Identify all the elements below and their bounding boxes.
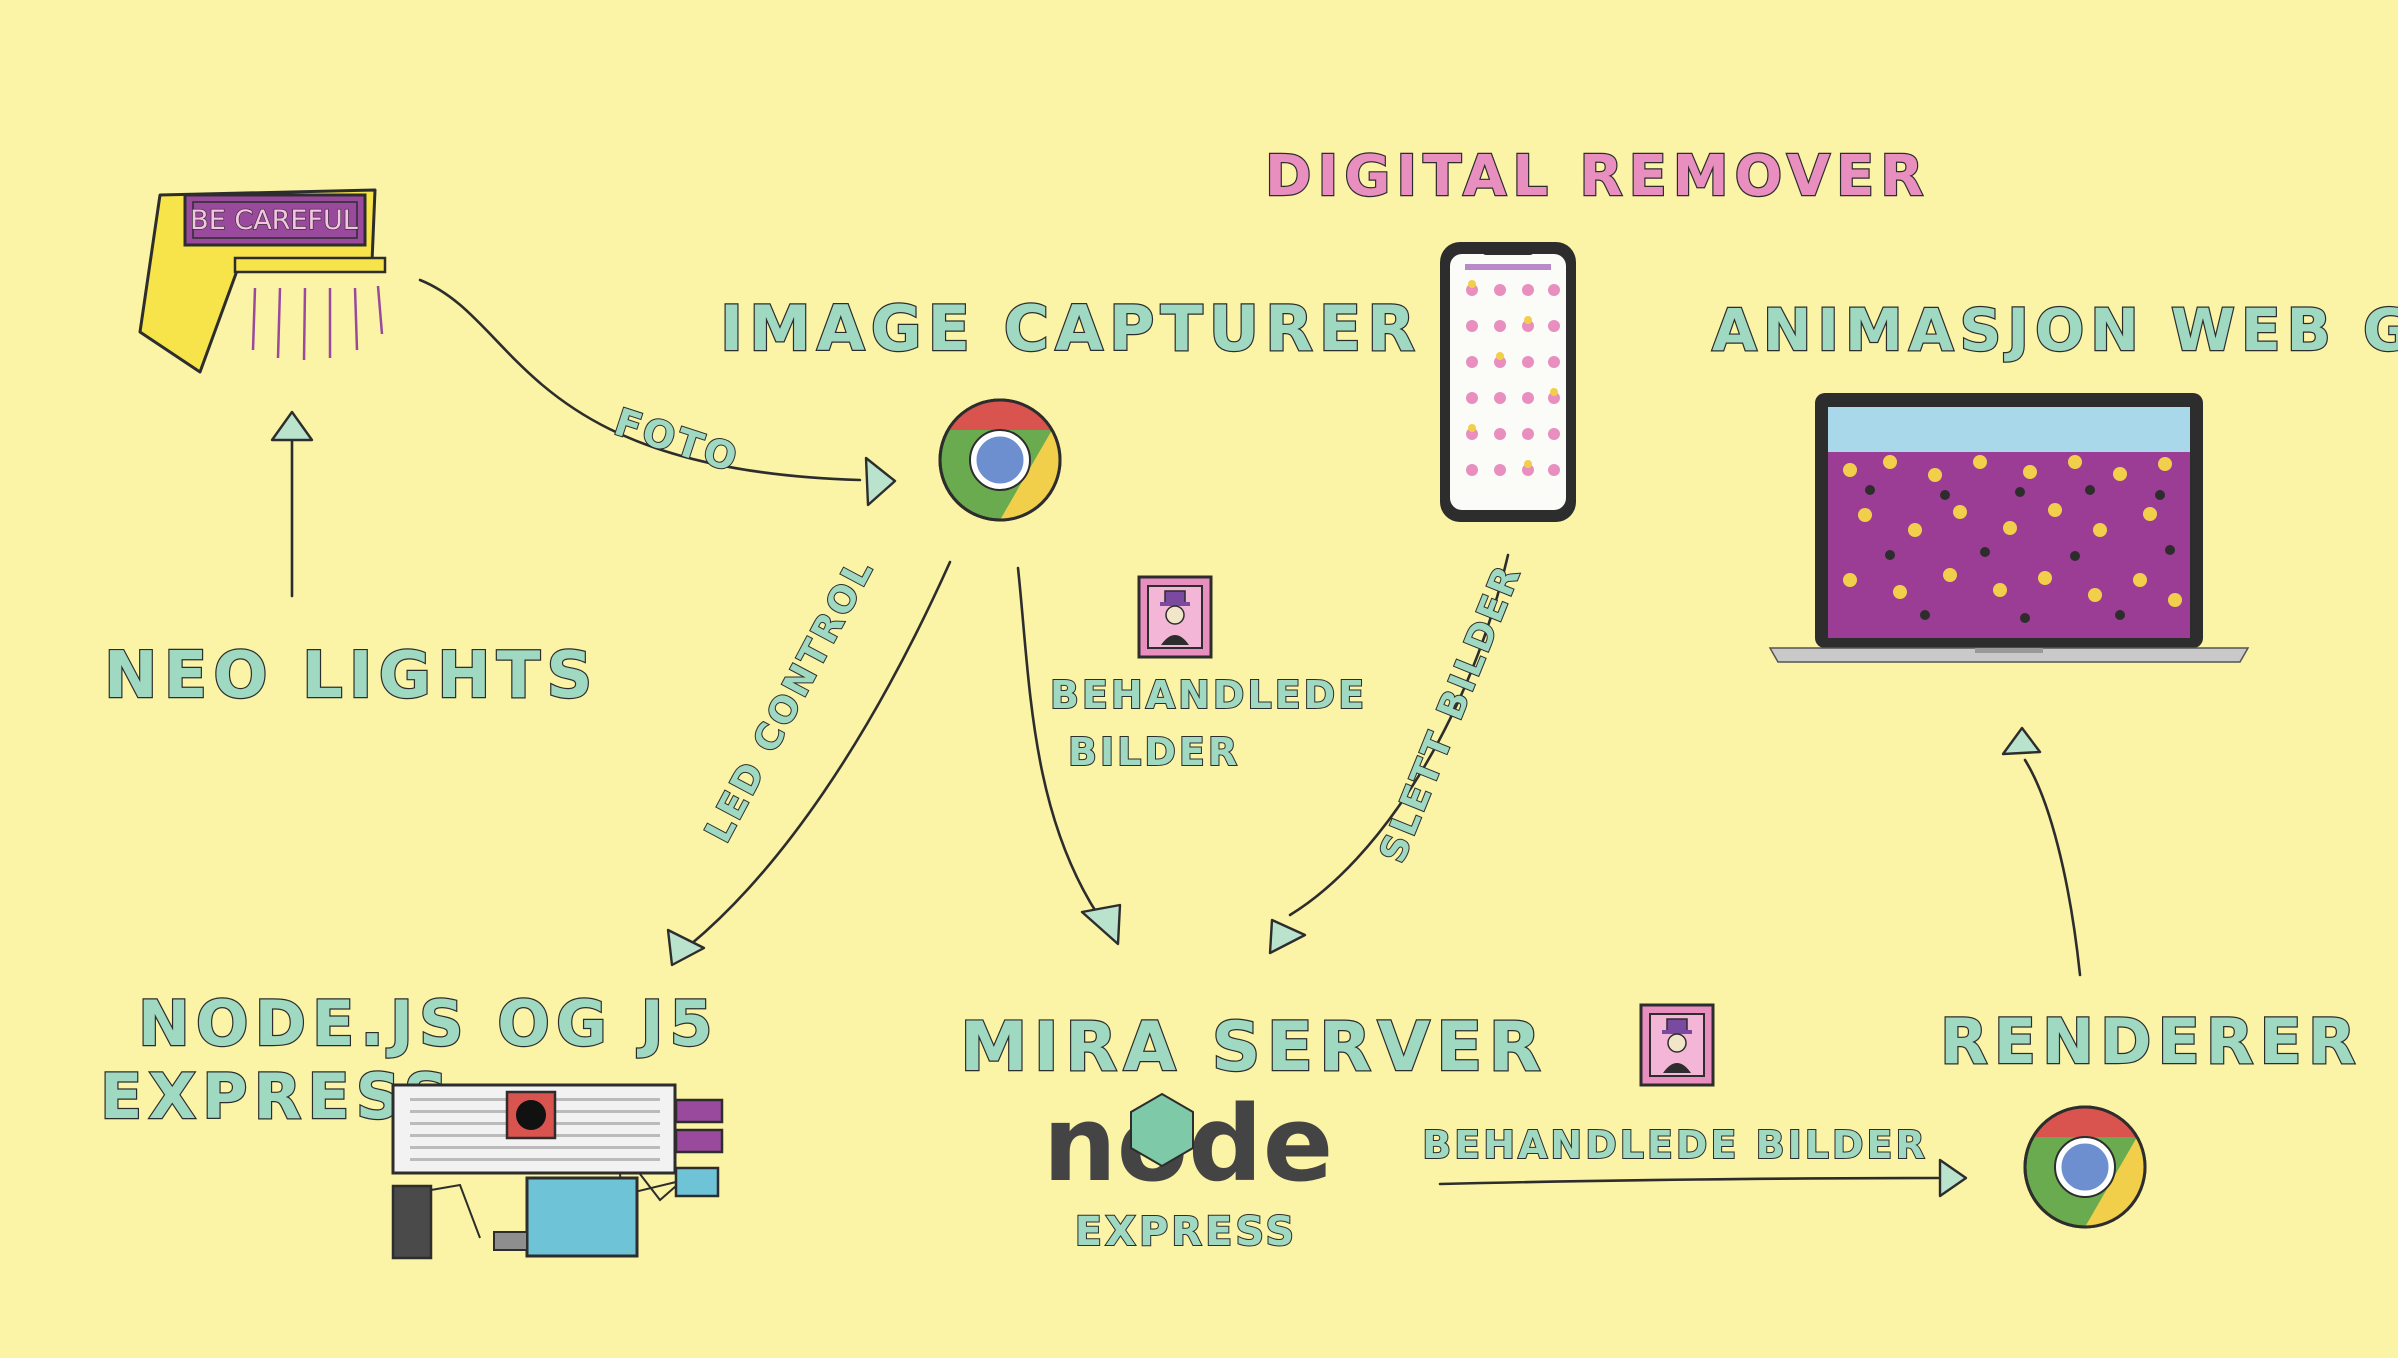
digital-remover-label: DIGITAL REMOVER [1265,144,1929,209]
arrow-slett-bilder [1288,553,1510,917]
nodejs-express-label: EXPRESS [100,1060,454,1133]
image-capturer-label: IMAGE CAPTURER [720,292,1421,365]
arrow-behandlede-2 [1438,1176,1940,1186]
arrowhead-behandlede-1 [1080,903,1122,946]
arrow-behandlede-1 [1016,566,1100,917]
behandlede-label-1: BEHANDLEDE [1050,673,1367,717]
behandlede-bilder-label: BEHANDLEDE BILDER [1422,1123,1927,1167]
arrowhead-led [666,928,706,967]
slett-bilder-label: SLETT BILDER [1372,558,1529,868]
animasjon-label: ANIMASJON WEB GL [1712,296,2398,364]
portrait-icon [1137,575,1213,659]
chrome-icon [940,400,1060,520]
arrowhead-lamp [270,410,314,442]
be-careful-sign: BE CAREFUL [190,205,358,236]
portrait-icon-2 [1639,1003,1715,1087]
arrowhead-slett [1268,918,1307,955]
arrow-led-control [688,560,952,947]
arrowhead-foto [864,456,897,507]
renderer-label: RENDERER [1940,1005,2362,1078]
node-hexagon [1130,1092,1194,1168]
foto-label: FOTO [609,400,745,482]
laptop-icon [1768,393,2250,663]
arrowhead-behandlede-2 [1938,1158,1968,1198]
breadboard-icon [391,1083,724,1260]
phone-icon [1440,242,1576,522]
bilder-label-1: BILDER [1068,730,1240,774]
arrow-foto [418,278,862,482]
arrowhead-animasjon [2001,726,2042,756]
mira-express-label: EXPRESS [1075,1209,1297,1255]
nodejs-label: NODE.JS OG J5 [138,987,719,1060]
lamp-icon [138,188,387,374]
arrow-renderer-to-animasjon [2023,758,2082,977]
chrome-icon-renderer [2025,1107,2145,1227]
neo-lights-label: NEO LIGHTS [104,639,598,713]
mira-server-label: MIRA SERVER [960,1008,1547,1087]
led-control-label: LED CONTROL [698,551,883,849]
